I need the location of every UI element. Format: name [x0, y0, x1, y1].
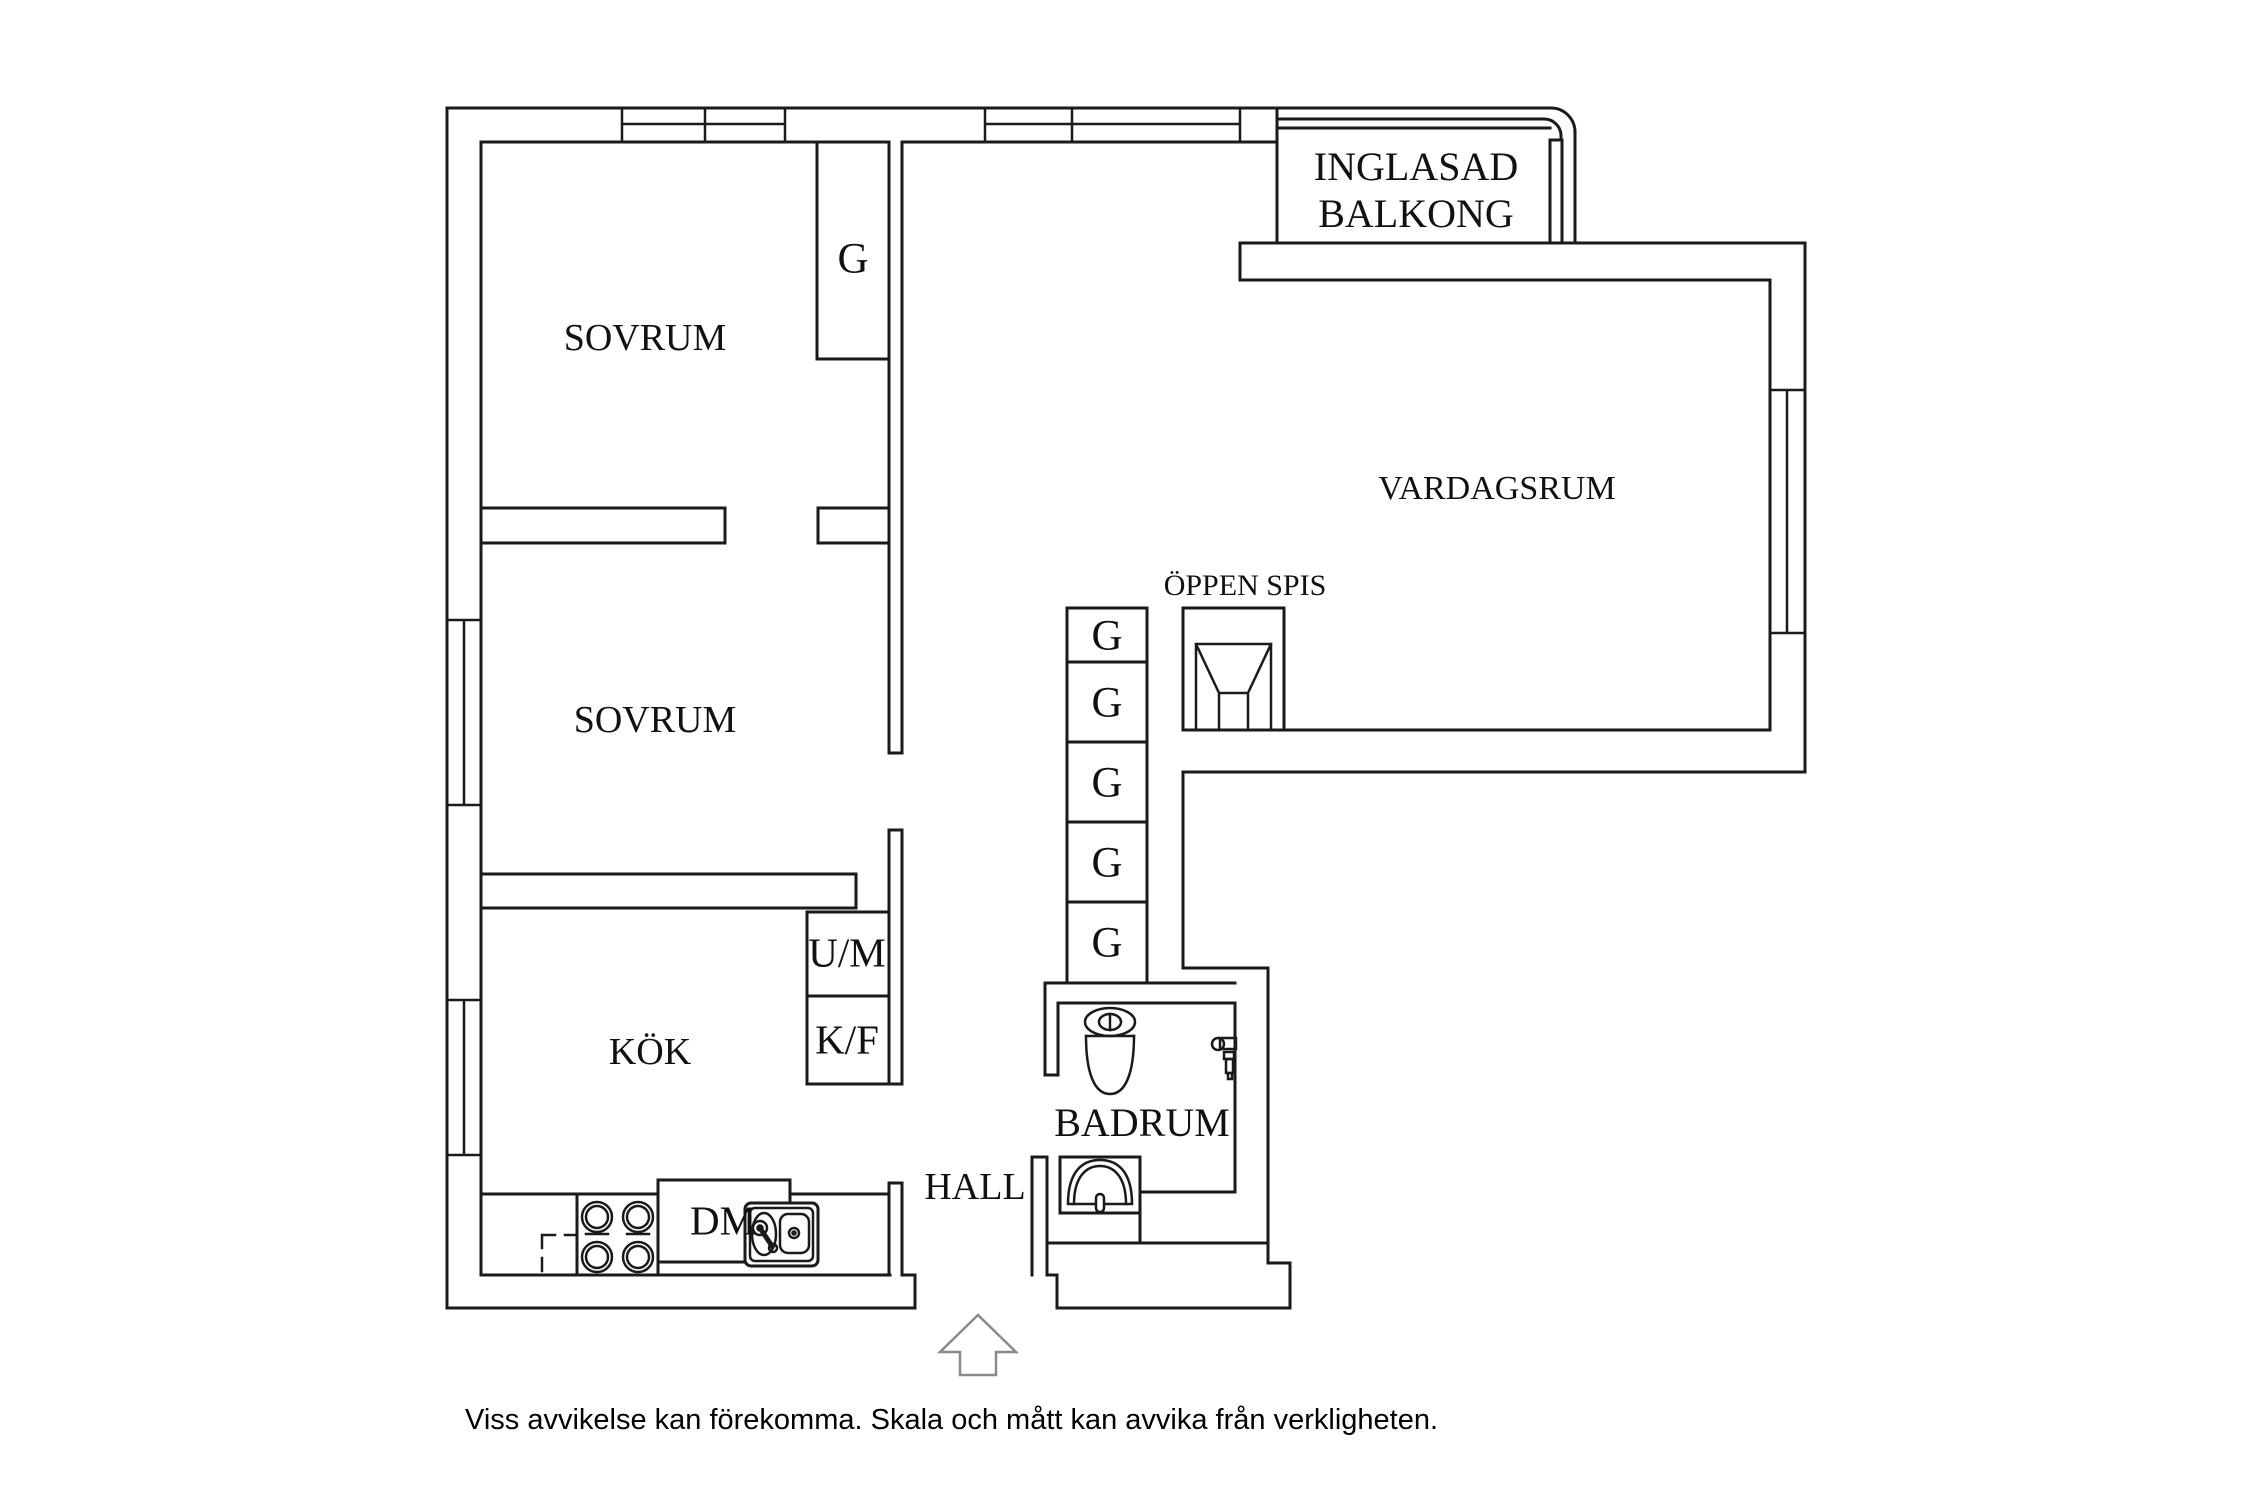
- wardrobe-closet-sovrum1: [815, 140, 891, 361]
- outer-wall-bottom-left: [445, 106, 917, 1310]
- room-label-hall: HALL: [924, 1166, 1026, 1208]
- window-top-sovrum: [620, 106, 787, 144]
- wardrobe-label-3: G: [1091, 759, 1123, 807]
- wardrobe-label-2: G: [1091, 679, 1123, 727]
- window-right-vardagsrum: [1768, 388, 1807, 635]
- room-label-balkong-line1: INGLASAD: [1313, 143, 1519, 189]
- appliance-label-washer: U/M: [808, 929, 886, 976]
- entry-left-jamb: [887, 1181, 917, 1310]
- outer-wall-right: [1182, 241, 1807, 774]
- room-label-badrum: BADRUM: [1054, 1100, 1230, 1145]
- wardrobe-label-sovrum1: G: [837, 235, 869, 283]
- wardrobe-column: [1065, 606, 1149, 985]
- fireplace-icon: [1181, 606, 1286, 732]
- balcony-outer-frame: [1275, 117, 1563, 142]
- fireplace-label: ÖPPEN SPIS: [1163, 569, 1327, 602]
- balcony-walls: [1275, 106, 1577, 245]
- room-label-sovrum-top: SOVRUM: [563, 317, 727, 359]
- windows: [445, 106, 1807, 1157]
- stove-icon: [580, 1200, 655, 1274]
- interior-walls: [479, 140, 1270, 1310]
- room-label-vardagsrum: VARDAGSRUM: [1378, 470, 1616, 507]
- room-label-sovrum-mid: SOVRUM: [573, 699, 737, 741]
- window-left-sovrum: [445, 618, 483, 807]
- entry-right-jamb: [1030, 1155, 1059, 1310]
- appliance-label-dishwasher: DM: [689, 1197, 757, 1244]
- wardrobe-label-5: G: [1091, 919, 1123, 967]
- appliance-boxes: [805, 910, 891, 1086]
- room-label-balkong-line2: BALKONG: [1318, 191, 1514, 236]
- inner-wall-edges: [479, 140, 1772, 1277]
- room-label-kok: KÖK: [608, 1031, 692, 1073]
- wall-bedrooms-east: [887, 140, 904, 1086]
- kitchen-sink-icon: [743, 1201, 820, 1268]
- wall-between-bedrooms: [479, 506, 891, 545]
- badrum-walls: [1043, 981, 1270, 1245]
- wall-sovrum-kok: [479, 872, 858, 910]
- entrance-arrow-icon: [936, 1313, 1020, 1377]
- shower-mixer-icon: [1210, 1036, 1238, 1081]
- counter-dashed-line: [540, 1233, 579, 1277]
- outer-wall-southeast: [1055, 770, 1292, 1310]
- disclaimer-text: Viss avvikelse kan förekomma. Skala och …: [465, 1404, 1439, 1436]
- appliance-label-fridge: K/F: [815, 1016, 879, 1063]
- toilet-icon: [1083, 1006, 1137, 1096]
- balcony-window: [1548, 130, 1577, 245]
- window-top-vardagsrum: [983, 106, 1242, 144]
- room-label-balkong: INGLASAD BALKONG: [1314, 143, 1518, 237]
- window-left-kok: [445, 998, 483, 1157]
- wardrobe-label-4: G: [1091, 839, 1123, 887]
- bathroom-sink-icon: [1058, 1155, 1142, 1215]
- wardrobe-label-1: G: [1091, 612, 1123, 660]
